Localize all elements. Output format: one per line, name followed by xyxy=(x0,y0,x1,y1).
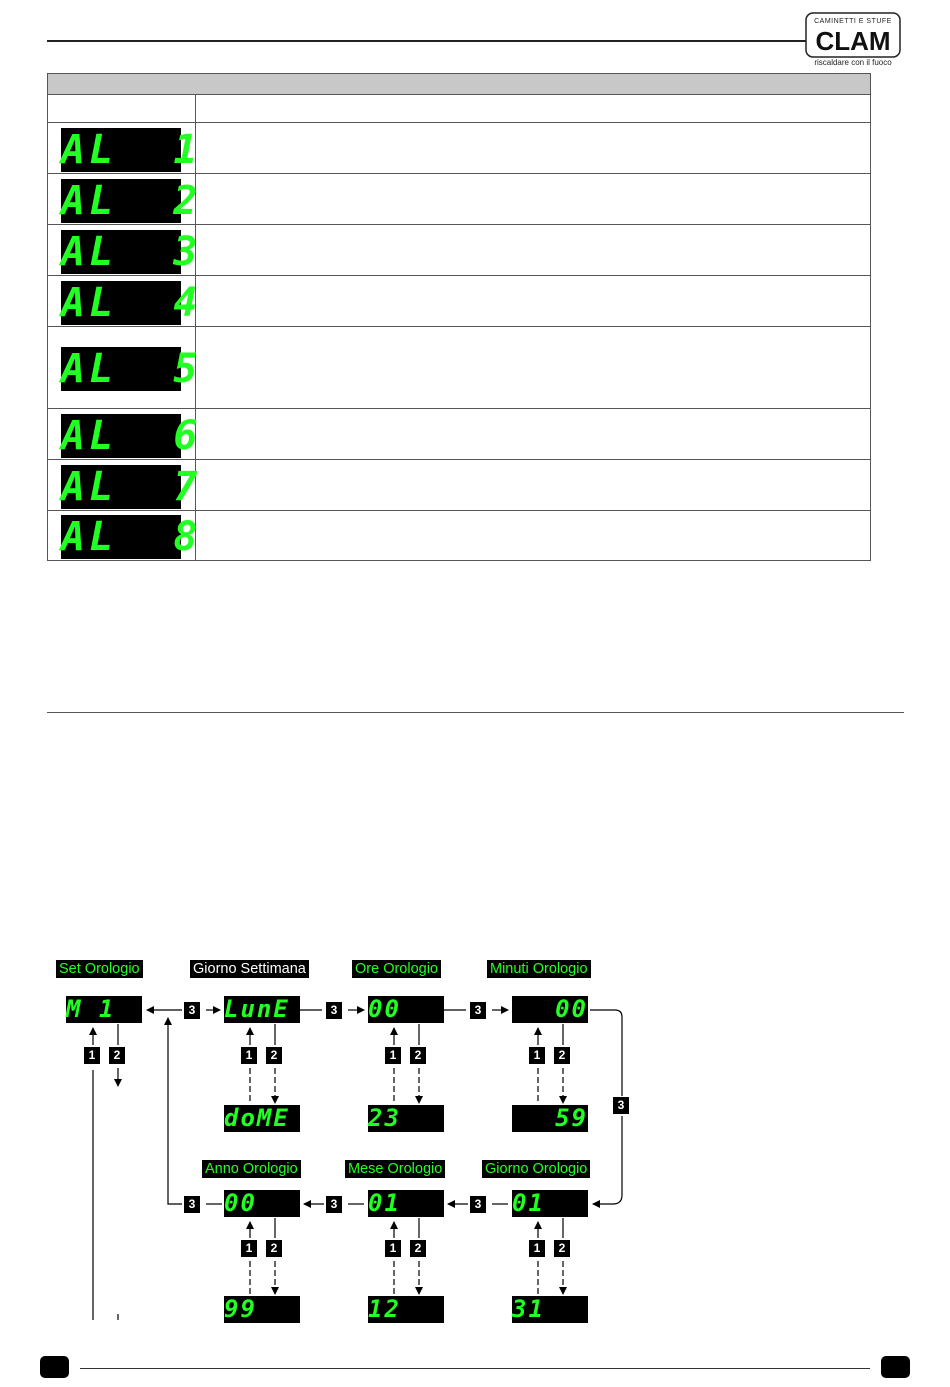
minutes-label: Minuti Orologio xyxy=(487,960,591,978)
alarm-row: AL 8 xyxy=(47,510,871,561)
alarm-description xyxy=(195,275,871,327)
table-header-row xyxy=(47,73,871,95)
alarm-description xyxy=(195,173,871,225)
alarm-display: AL 5 xyxy=(61,346,202,392)
diagram-connectors xyxy=(89,1006,623,1320)
key-3-button: 3 xyxy=(613,1097,629,1114)
day-limit-display: 31 xyxy=(512,1296,588,1323)
key-1-button: 1 xyxy=(241,1240,257,1257)
alarm-row: AL 2 xyxy=(47,173,871,225)
key-3-button: 3 xyxy=(184,1002,200,1019)
hours-limit-display: 23 xyxy=(368,1105,444,1132)
key-1-button: 1 xyxy=(385,1047,401,1064)
svg-text:CLAM: CLAM xyxy=(815,26,890,56)
svg-text:riscaldare con il fuoco: riscaldare con il fuoco xyxy=(814,58,892,67)
key-2-button: 2 xyxy=(554,1240,570,1257)
month-label: Mese Orologio xyxy=(345,1160,446,1178)
set-clock-label: Set Orologio xyxy=(56,960,143,978)
hours-display: 00 xyxy=(368,996,444,1023)
alarm-display: AL 2 xyxy=(61,177,202,224)
alarm-row: AL 5 xyxy=(47,326,871,409)
key-2-button: 2 xyxy=(266,1047,282,1064)
alarm-display: AL 1 xyxy=(61,126,202,173)
key-3-button: 3 xyxy=(326,1196,342,1213)
header-rule xyxy=(47,40,807,42)
year-limit-display: 99 xyxy=(224,1296,300,1323)
page-number-box-right xyxy=(881,1356,910,1378)
section-divider xyxy=(47,712,904,713)
key-3-button: 3 xyxy=(184,1196,200,1213)
day-label: Giorno Orologio xyxy=(482,1160,591,1178)
alarm-row: AL 3 xyxy=(47,224,871,276)
month-display: 01 xyxy=(368,1190,444,1217)
alarm-table: AL 1 AL 2 AL 3 AL 4 AL 5 AL 6 AL 7 AL 8 xyxy=(47,73,871,561)
weekday-limit-display: doME xyxy=(224,1105,300,1132)
hours-label: Ore Orologio xyxy=(352,960,442,978)
set-clock-display: M 1 xyxy=(66,996,142,1023)
alarm-row: AL 4 xyxy=(47,275,871,327)
year-label: Anno Orologio xyxy=(202,1160,301,1178)
alarm-display: AL 3 xyxy=(61,228,202,275)
key-2-button: 2 xyxy=(266,1240,282,1257)
footer-rule xyxy=(80,1368,870,1369)
key-1-button: 1 xyxy=(241,1047,257,1064)
key-1-button: 1 xyxy=(84,1047,100,1064)
key-1-button: 1 xyxy=(529,1047,545,1064)
alarm-display: AL 8 xyxy=(61,514,202,560)
year-display: 00 xyxy=(224,1190,300,1217)
alarm-description xyxy=(195,326,871,409)
alarm-display: AL 7 xyxy=(61,463,202,510)
key-1-button: 1 xyxy=(529,1240,545,1257)
key-3-button: 3 xyxy=(326,1002,342,1019)
key-2-button: 2 xyxy=(109,1047,125,1064)
alarm-description xyxy=(195,408,871,460)
key-2-button: 2 xyxy=(410,1240,426,1257)
clock-setting-diagram: Set Orologio Giorno Settimana Ore Orolog… xyxy=(0,960,950,1330)
alarm-description xyxy=(195,224,871,276)
alarm-row: AL 7 xyxy=(47,459,871,511)
minutes-display: 00 xyxy=(512,996,588,1023)
alarm-row: AL 6 xyxy=(47,408,871,460)
key-3-button: 3 xyxy=(470,1196,486,1213)
svg-text:CAMINETTI E STUFE: CAMINETTI E STUFE xyxy=(814,18,892,25)
alarm-description xyxy=(195,510,871,561)
alarm-description xyxy=(195,459,871,511)
alarm-row: AL 1 xyxy=(47,122,871,174)
key-2-button: 2 xyxy=(554,1047,570,1064)
page-number-box-left xyxy=(40,1356,69,1378)
alarm-display: AL 4 xyxy=(61,279,202,326)
key-2-button: 2 xyxy=(410,1047,426,1064)
minutes-limit-display: 59 xyxy=(512,1105,588,1132)
alarm-display: AL 6 xyxy=(61,412,202,459)
key-1-button: 1 xyxy=(385,1240,401,1257)
clam-logo: CAMINETTI E STUFE CLAM riscaldare con il… xyxy=(805,12,901,67)
key-3-button: 3 xyxy=(470,1002,486,1019)
month-limit-display: 12 xyxy=(368,1296,444,1323)
table-subheader-row xyxy=(47,94,871,123)
weekday-label: Giorno Settimana xyxy=(190,960,309,978)
weekday-display: LunE xyxy=(224,996,300,1023)
alarm-description xyxy=(195,122,871,174)
day-display: 01 xyxy=(512,1190,588,1217)
